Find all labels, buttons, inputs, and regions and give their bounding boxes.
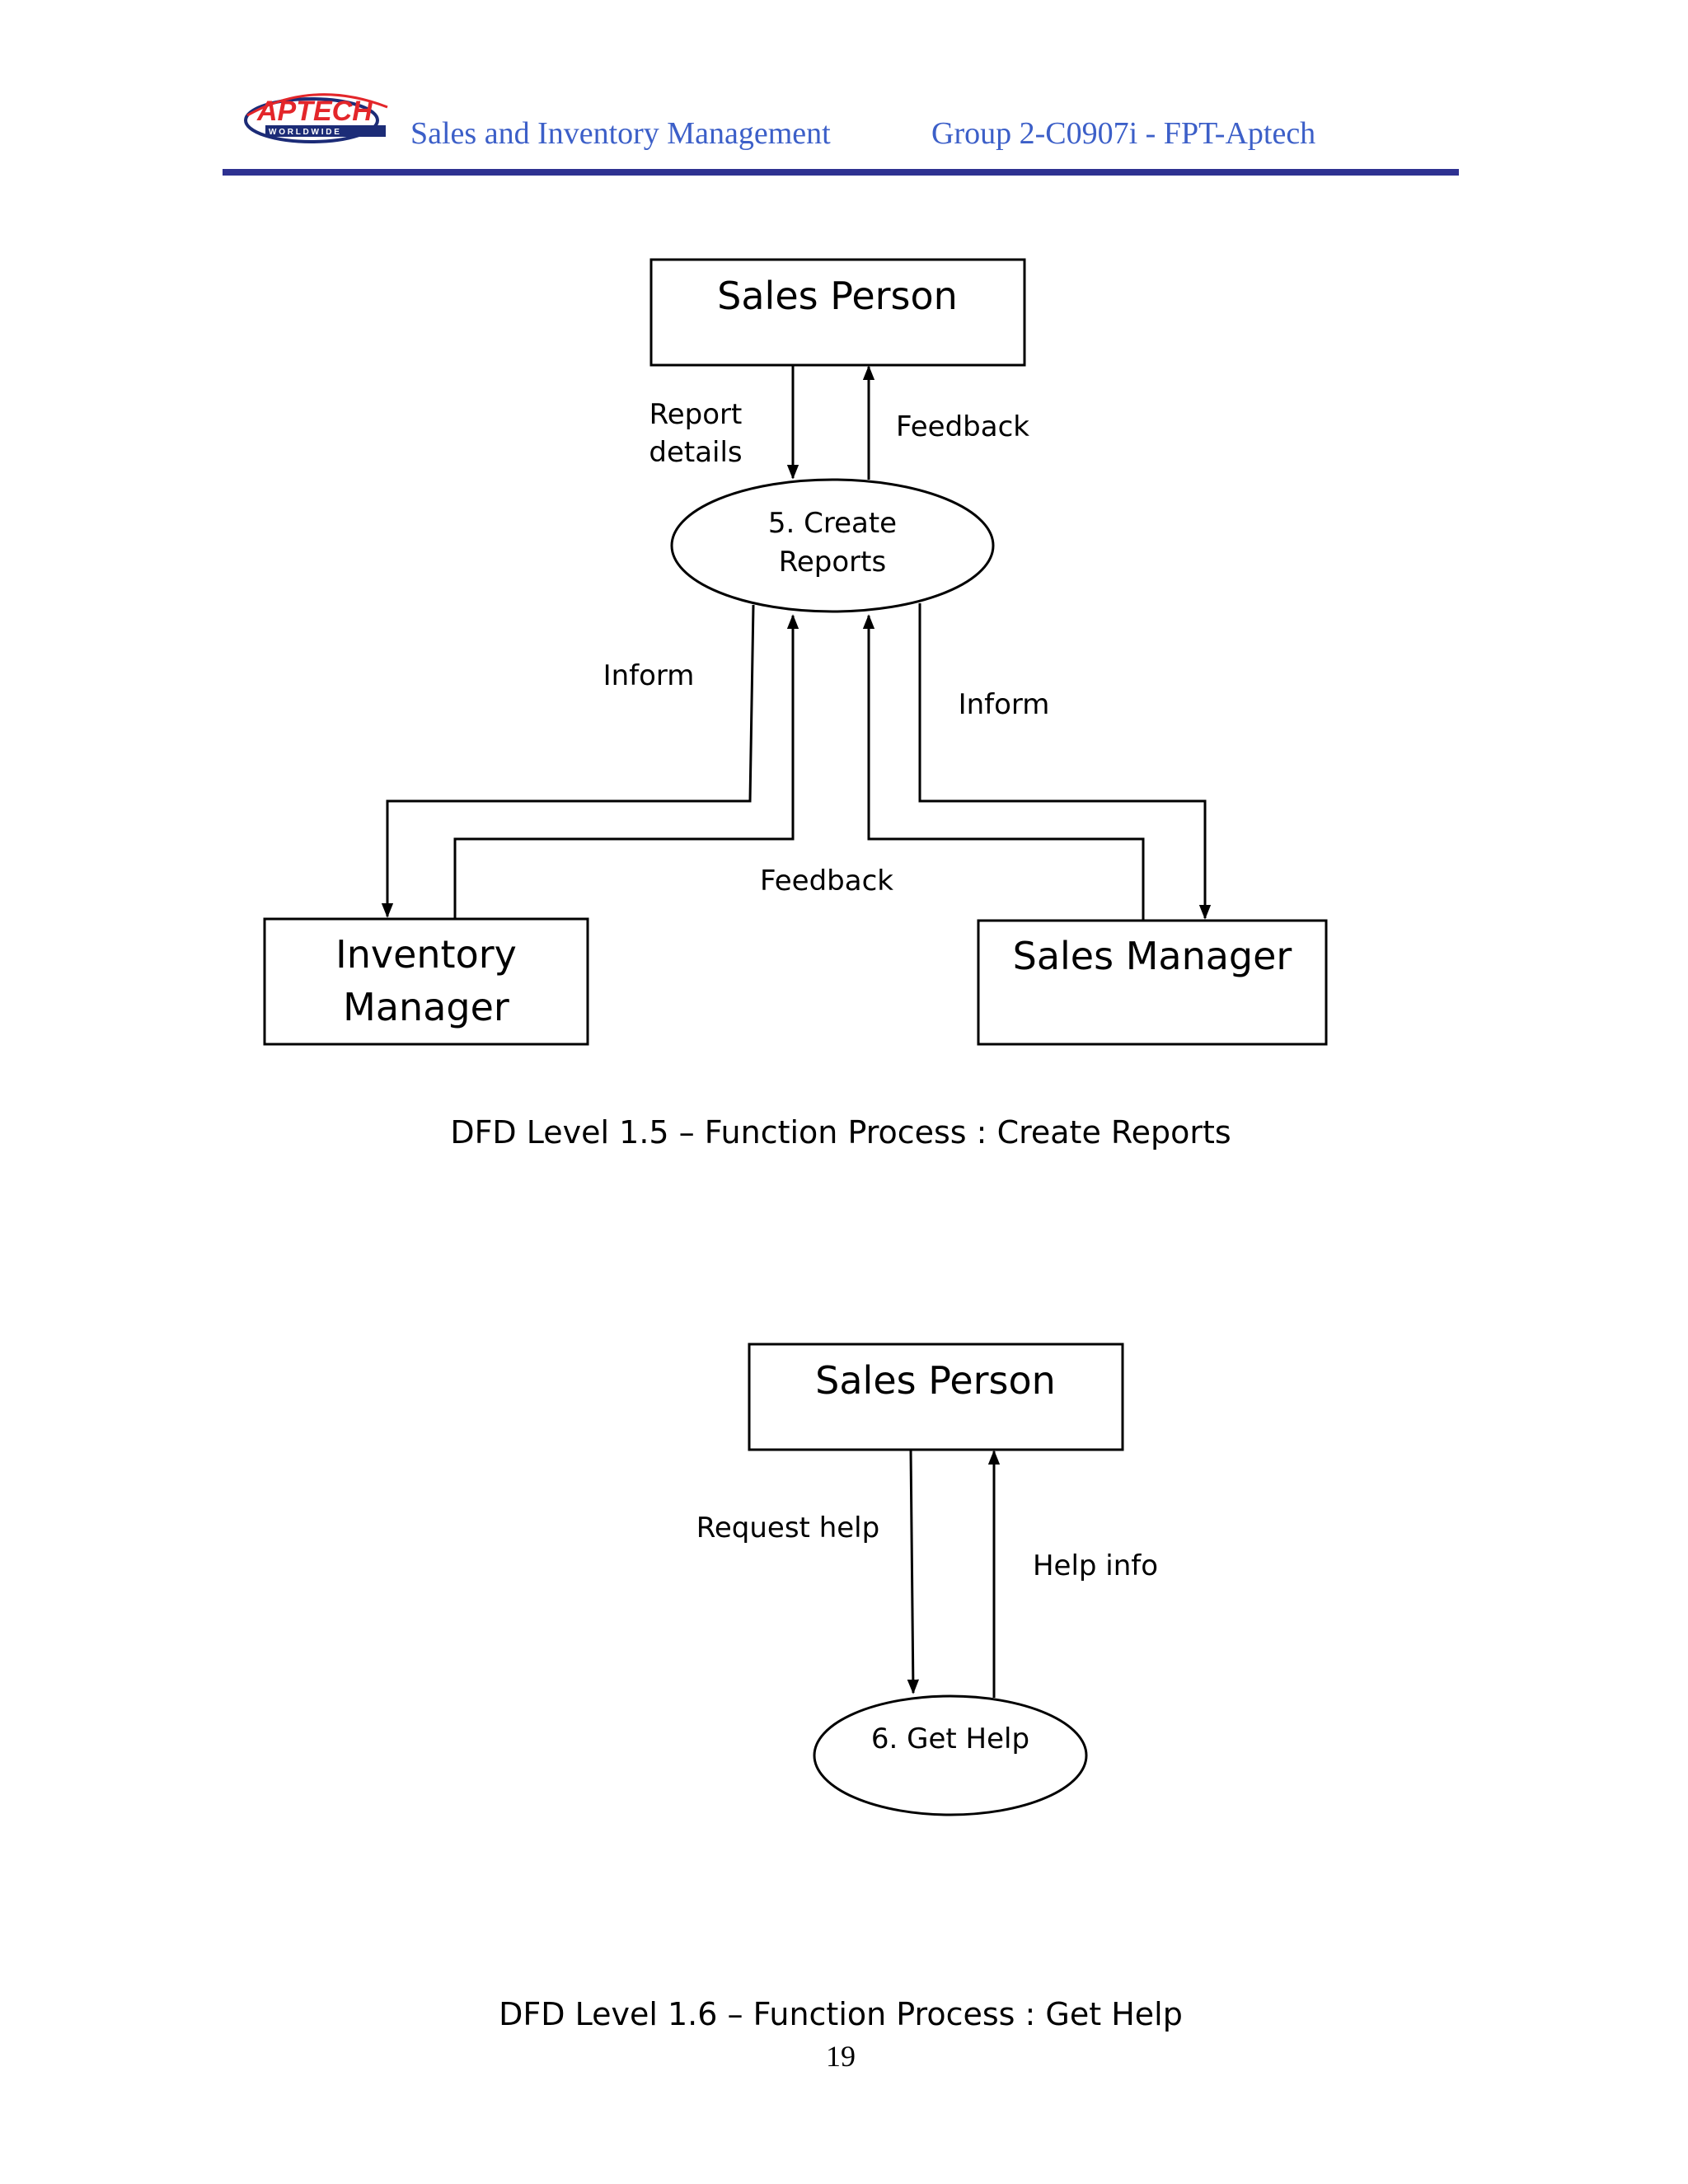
entity-inventory-manager: Inventory Manager	[263, 917, 589, 1046]
label-help-info: Help info	[1033, 1549, 1158, 1582]
entity-label: Sales Manager	[1013, 934, 1292, 978]
entity-sales-manager: Sales Manager	[977, 919, 1328, 1046]
page-number: 19	[826, 2040, 856, 2073]
label-request-help: Request help	[696, 1511, 879, 1544]
entity-sales-person: Sales Person	[748, 1343, 1124, 1451]
label-feedback-bottom: Feedback	[760, 865, 893, 898]
entity-label: Sales Person	[717, 274, 958, 318]
dfd-level-1-5: Sales Person 5. Create Reports Report de…	[263, 258, 1328, 1151]
diagram-caption: DFD Level 1.5 – Function Process : Creat…	[450, 1114, 1231, 1151]
flow-feedback-inventory	[453, 614, 799, 919]
entity-label-line1: Inventory	[335, 932, 517, 977]
process-label-line2: Reports	[779, 546, 886, 579]
logo-text: APTECH	[256, 96, 373, 127]
entity-label-line2: Manager	[343, 985, 509, 1029]
label-report-details-line1: Report	[649, 398, 743, 431]
entity-sales-person: Sales Person	[649, 258, 1026, 367]
label-inform-left: Inform	[603, 659, 695, 692]
label-report-details-line2: details	[649, 436, 742, 469]
process-get-help: 6. Get Help	[813, 1694, 1088, 1816]
dfd-level-1-6: Sales Person Request help Help info 6. G…	[499, 1343, 1183, 2032]
entity-label: Sales Person	[815, 1358, 1056, 1403]
header-rule	[223, 169, 1459, 176]
aptech-logo: APTECH W O R L D W I D E	[244, 93, 388, 143]
page-header: APTECH W O R L D W I D E Sales and Inven…	[223, 93, 1459, 176]
process-create-reports: 5. Create Reports	[670, 478, 995, 613]
label-feedback-top: Feedback	[896, 410, 1029, 443]
process-label: 6. Get Help	[871, 1722, 1029, 1755]
logo-subtext: W O R L D W I D E	[269, 128, 340, 137]
flow-inform-right	[918, 603, 1212, 920]
diagram-caption: DFD Level 1.6 – Function Process : Get H…	[499, 1996, 1183, 2032]
group-info: Group 2-C0907i - FPT-Aptech	[931, 116, 1315, 151]
flow-request-help	[907, 1449, 920, 1694]
label-inform-right: Inform	[959, 688, 1050, 721]
doc-title: Sales and Inventory Management	[410, 116, 831, 151]
process-label-line1: 5. Create	[768, 507, 897, 540]
flow-inform-left	[381, 604, 755, 918]
flow-feedback-sales-manager	[862, 614, 1145, 921]
